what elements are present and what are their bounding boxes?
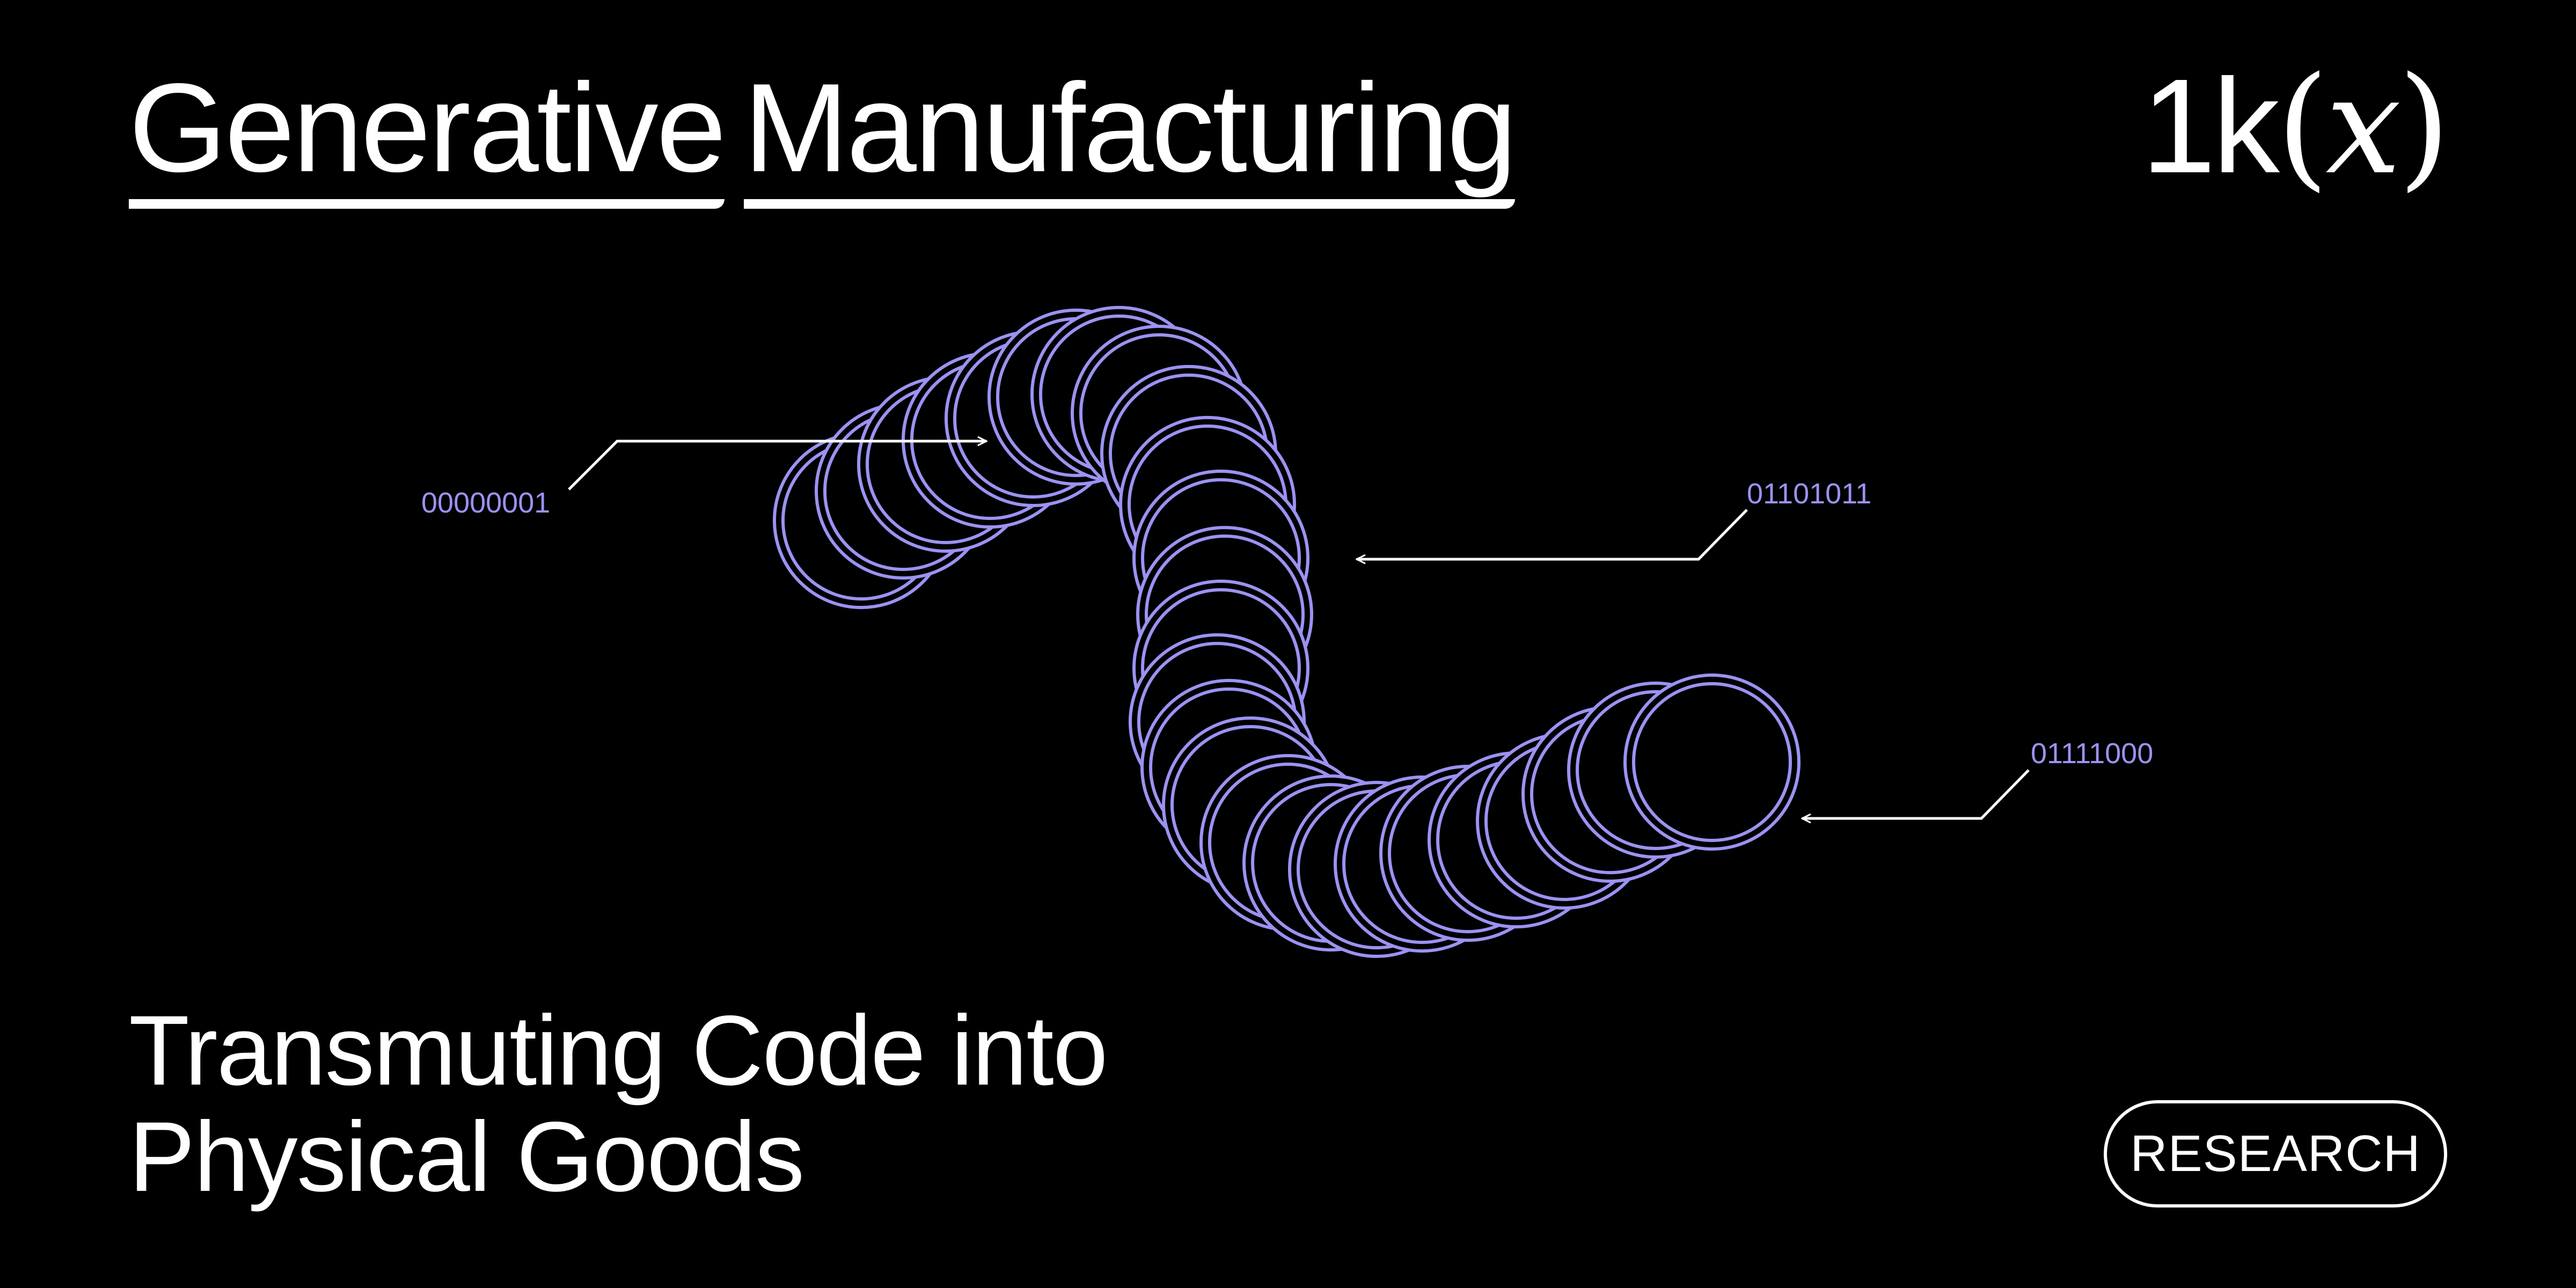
annotation-group-2: 01101011 bbox=[1357, 478, 1871, 559]
annotation-leader-line-3 bbox=[1802, 769, 2030, 818]
title-word-manufacturing: Manufacturing bbox=[743, 64, 1517, 209]
brand-logo-variable: x bbox=[2325, 48, 2401, 204]
annotation-label-1: 00000001 bbox=[421, 487, 550, 519]
brand-logo: 1k(x) bbox=[2141, 59, 2450, 193]
brand-logo-prefix: 1k bbox=[2141, 51, 2280, 201]
research-badge[interactable]: RESEARCH bbox=[2104, 1100, 2447, 1208]
annotation-label-2: 01101011 bbox=[1747, 478, 1871, 510]
ring-chain bbox=[773, 306, 1801, 958]
brand-logo-close-paren: ) bbox=[2398, 48, 2450, 204]
annotation-group-1: 00000001 bbox=[421, 441, 986, 519]
annotation-leader-line-2 bbox=[1357, 509, 1748, 559]
brand-logo-open-paren: ( bbox=[2276, 48, 2329, 204]
subtitle-line-2: Physical Goods bbox=[129, 1101, 804, 1212]
annotation-leader-line-1 bbox=[568, 441, 986, 491]
title-word-generative: Generative bbox=[129, 64, 727, 209]
research-badge-label: RESEARCH bbox=[2130, 1125, 2421, 1182]
subtitle-line-1: Transmuting Code into bbox=[129, 996, 1108, 1106]
annotation-group-3: 01111000 bbox=[1802, 737, 2153, 818]
annotation-label-3: 01111000 bbox=[2031, 737, 2153, 770]
ring-inner bbox=[1632, 682, 1792, 842]
subtitle: Transmuting Code into Physical Goods bbox=[129, 996, 1108, 1212]
ring-outer bbox=[1623, 674, 1801, 851]
